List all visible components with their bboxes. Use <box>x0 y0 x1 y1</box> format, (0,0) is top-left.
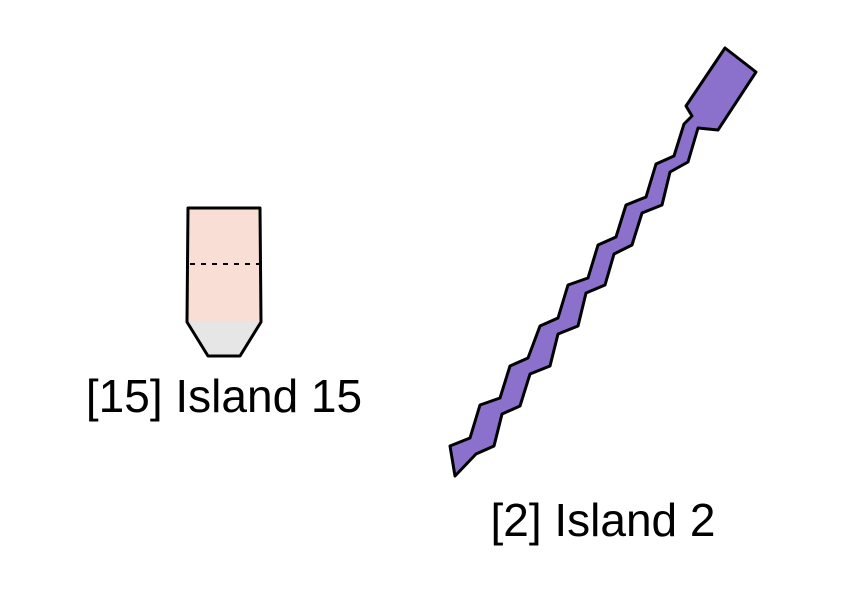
island-15-label: [15] Island 15 <box>86 370 362 422</box>
island-15: [15] Island 15 <box>86 206 362 422</box>
island-15-outline <box>185 206 263 358</box>
island-2-label: [2] Island 2 <box>490 494 715 546</box>
island-2-strip <box>448 46 758 478</box>
island-2: [2] Island 2 <box>448 46 758 546</box>
island-15-tip <box>187 322 261 356</box>
